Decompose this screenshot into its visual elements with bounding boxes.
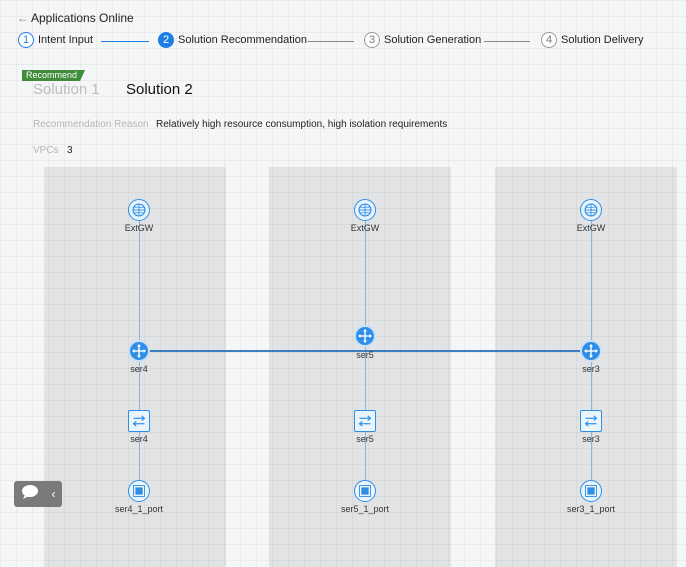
- step-label: Solution Recommendation: [178, 34, 308, 46]
- switch-label: ser3: [582, 434, 600, 444]
- chevron-left-icon[interactable]: ‹: [51, 487, 56, 501]
- step-intent-input[interactable]: 1 Intent Input: [18, 32, 93, 48]
- gateway-icon[interactable]: [580, 199, 602, 221]
- step-solution-recommendation[interactable]: 2 Solution Recommendation: [158, 32, 307, 48]
- port-icon[interactable]: [354, 480, 376, 502]
- port-icon[interactable]: [128, 480, 150, 502]
- port-label: ser5_1_port: [340, 504, 390, 514]
- back-link[interactable]: ← Applications Online: [17, 10, 134, 26]
- server-interconnect-line: [139, 350, 591, 352]
- step-connector: [308, 41, 354, 42]
- vpcs-value: 3: [67, 145, 73, 156]
- arrow-left-icon: ←: [17, 11, 29, 25]
- switch-icon[interactable]: [354, 410, 376, 432]
- server-label: ser3: [582, 364, 600, 374]
- gateway-icon[interactable]: [354, 199, 376, 221]
- chat-bubble-icon[interactable]: [21, 484, 39, 505]
- step-number: 3: [364, 32, 380, 48]
- switch-icon[interactable]: [580, 410, 602, 432]
- recommendation-reason-value: Relatively high resource consumption, hi…: [156, 119, 448, 130]
- chat-widget[interactable]: ‹: [14, 481, 62, 507]
- server-label: ser4: [130, 364, 148, 374]
- step-connector: [101, 41, 149, 42]
- port-label: ser3_1_port: [566, 504, 616, 514]
- port-icon[interactable]: [580, 480, 602, 502]
- page-title: Applications Online: [31, 11, 134, 25]
- step-label: Intent Input: [38, 34, 94, 46]
- step-solution-generation[interactable]: 3 Solution Generation: [364, 32, 481, 48]
- gateway-label: ExtGW: [124, 223, 154, 233]
- gateway-label: ExtGW: [576, 223, 606, 233]
- switch-label: ser5: [356, 434, 374, 444]
- gateway-icon[interactable]: [128, 199, 150, 221]
- switch-label: ser4: [130, 434, 148, 444]
- step-connector: [484, 41, 530, 42]
- recommendation-reason-label: Recommendation Reason: [33, 119, 149, 130]
- step-number: 4: [541, 32, 557, 48]
- port-label: ser4_1_port: [114, 504, 164, 514]
- router-icon[interactable]: [128, 340, 150, 362]
- vpcs-label: VPCs: [33, 145, 59, 156]
- server-label: ser5: [356, 350, 374, 360]
- step-number: 2: [158, 32, 174, 48]
- step-label: Solution Generation: [384, 34, 482, 46]
- switch-icon[interactable]: [128, 410, 150, 432]
- tab-solution-2[interactable]: Solution 2: [126, 81, 193, 98]
- router-icon[interactable]: [354, 325, 376, 347]
- step-solution-delivery[interactable]: 4 Solution Delivery: [541, 32, 644, 48]
- step-label: Solution Delivery: [561, 34, 644, 46]
- router-icon[interactable]: [580, 340, 602, 362]
- tab-solution-1[interactable]: Solution 1: [33, 81, 100, 98]
- recommend-badge: Recommend: [22, 70, 86, 81]
- gateway-label: ExtGW: [350, 223, 380, 233]
- step-number: 1: [18, 32, 34, 48]
